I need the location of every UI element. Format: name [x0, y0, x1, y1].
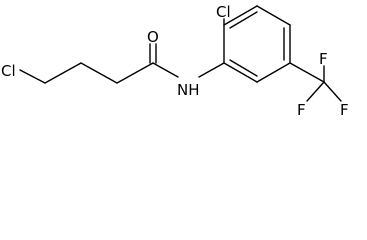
atom-cl-ring: Cl [216, 3, 231, 21]
bond-n-ring [198, 62, 225, 78]
bond-cf-left [306, 81, 325, 102]
atom-amide-nh: NH [177, 81, 200, 99]
ring-bond-6 [223, 62, 258, 83]
atom-f-left: F [297, 101, 306, 119]
bond-c3-carbonyl [116, 62, 154, 84]
ring-bond-3 [256, 5, 291, 26]
ring-inner-3 [229, 59, 258, 77]
bond-c2-c3 [80, 62, 118, 84]
bond-ring-cf3 [289, 62, 325, 83]
structure-diagram: Cl O NH Cl F F F [1, 3, 349, 119]
bond-carbonyl-n [152, 62, 179, 78]
atom-oxygen: O [147, 28, 159, 46]
atom-cl-chain: Cl [1, 62, 16, 80]
atom-f-right: F [340, 101, 349, 119]
bond-cl-c1 [19, 69, 46, 84]
ring-bond-2 [223, 5, 258, 26]
molecule-drawing: Cl O NH Cl F F F [1, 3, 349, 119]
bonds [19, 5, 342, 102]
atom-labels: Cl O NH Cl F F F [1, 3, 349, 119]
ring-inner-1 [229, 11, 258, 29]
atom-f-top: F [319, 50, 328, 68]
bond-cf-right [323, 81, 342, 102]
bond-c1-c2 [44, 62, 82, 84]
ring-bond-5 [256, 62, 291, 83]
